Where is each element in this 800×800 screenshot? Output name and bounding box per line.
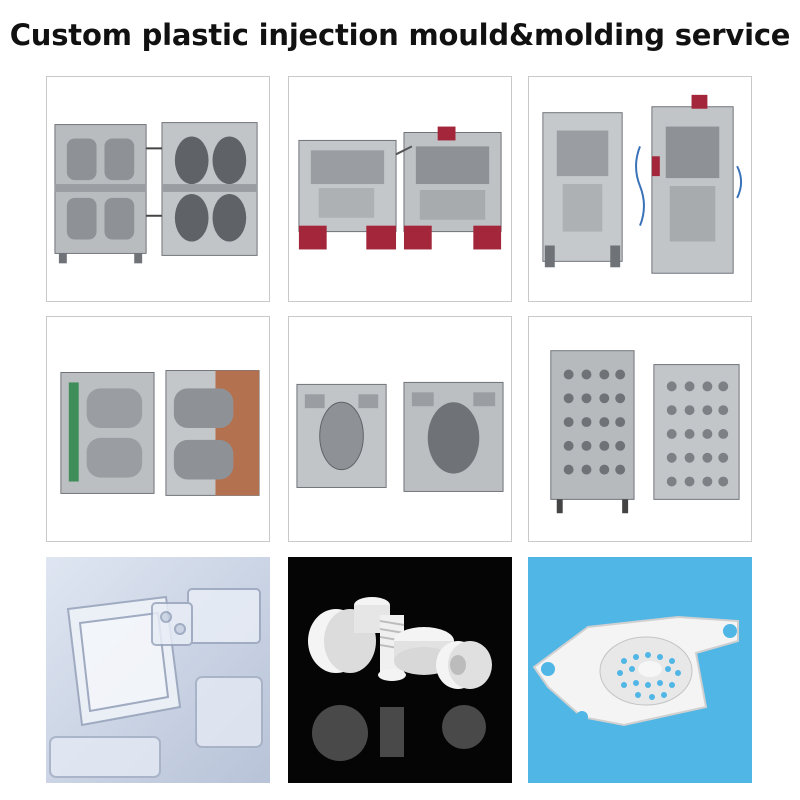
mould-photo-1 (46, 76, 270, 302)
mould-photo-6 (528, 316, 752, 542)
mould-photo-5 (288, 316, 512, 542)
page-title: Custom plastic injection mould&molding s… (9, 18, 791, 52)
mould-half-right (653, 364, 740, 500)
mould-half-right (403, 126, 502, 250)
clear-tab-part (151, 588, 261, 646)
mould-photo-3 (528, 76, 752, 302)
mould-half-left (296, 383, 387, 488)
white-roller-part (308, 597, 390, 673)
mould-half-left (298, 139, 397, 250)
mould-photo-4 (46, 316, 270, 542)
mould-photo-2 (288, 76, 512, 302)
mould-half-left (542, 112, 623, 268)
white-cylinder-part (436, 641, 492, 689)
mould-half-right (403, 381, 504, 492)
mould-half-left (54, 124, 147, 264)
mould-half-left (550, 350, 635, 514)
clear-pieces (49, 676, 263, 778)
mould-half-right (165, 370, 260, 496)
reflection (312, 705, 486, 761)
white-frame-part-photo (528, 557, 752, 783)
clear-parts-photo (46, 557, 270, 783)
mould-half-right (161, 122, 258, 256)
white-frame-part (532, 615, 739, 727)
mould-half-left (60, 372, 155, 494)
white-parts-photo (288, 557, 512, 783)
mould-half-right (651, 94, 734, 274)
